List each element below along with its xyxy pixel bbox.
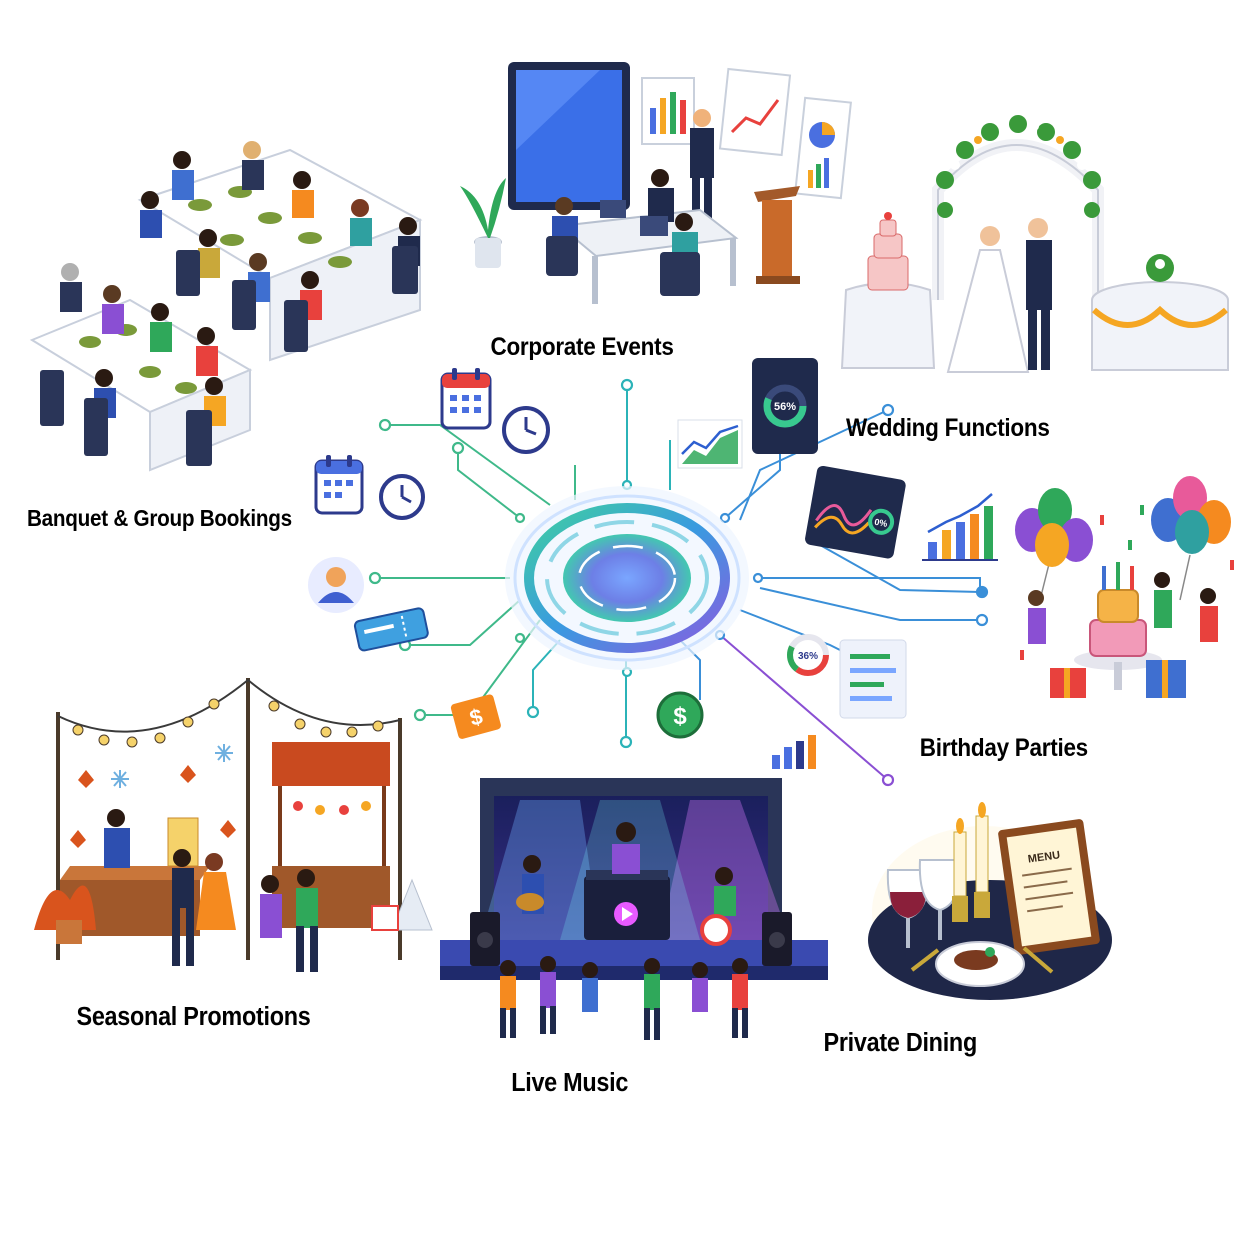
dashboard-value: 0%	[874, 517, 889, 529]
corporate-events-illustration	[460, 62, 852, 304]
clock-icon	[502, 406, 550, 454]
clock-icon-left	[379, 474, 425, 520]
central-hub	[505, 486, 749, 670]
banquet-illustration	[29, 141, 423, 472]
dashboard-icon: 0%	[805, 465, 906, 559]
line-chart-icon	[677, 419, 743, 469]
live-music-illustration	[440, 778, 828, 1040]
private-dining-illustration: MENU	[868, 802, 1112, 1000]
donut-mid-value: 36%	[798, 651, 818, 662]
label-private-dining: Private Dining	[824, 1029, 977, 1057]
label-birthday-parties: Birthday Parties	[920, 734, 1088, 762]
user-icon	[308, 557, 364, 613]
seasonal-promotions-illustration	[34, 678, 433, 972]
ticket-icon	[353, 607, 429, 652]
donut-chart-icon: 56%	[752, 358, 818, 454]
svg-text:$: $	[673, 703, 687, 730]
cake	[1074, 562, 1162, 690]
wedding-functions-illustration	[840, 115, 1229, 373]
bar-chart-icon	[922, 493, 998, 561]
ticket-icon-orange: $	[450, 694, 501, 739]
label-wedding-functions: Wedding Functions	[846, 414, 1050, 442]
birthday-parties-illustration	[1015, 476, 1234, 698]
donut-top-value: 56%	[774, 401, 796, 413]
menu-board-title: MENU	[1027, 849, 1061, 865]
bar-chart-small-icon	[772, 735, 816, 769]
calendar-icon-left	[314, 455, 364, 515]
connector-nodes	[368, 378, 989, 787]
label-corporate-events: Corporate Events	[491, 333, 674, 361]
donut-chart-small-icon: 36%	[787, 634, 829, 676]
label-live-music: Live Music	[511, 1069, 628, 1097]
dollar-coin-icon: $	[656, 691, 704, 739]
report-card-icon	[839, 639, 907, 719]
label-seasonal-promotions: Seasonal Promotions	[77, 1003, 311, 1031]
label-banquet-group-bookings: Banquet & Group Bookings	[27, 505, 292, 531]
calendar-icon	[440, 368, 492, 430]
